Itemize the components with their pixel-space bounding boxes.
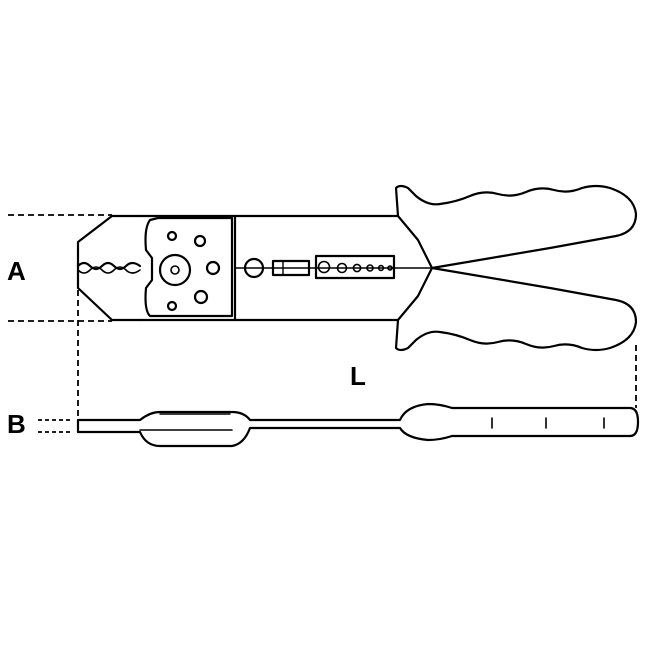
pivot-bolt — [158, 253, 192, 287]
hole — [193, 289, 209, 305]
jaw-outline — [76, 214, 142, 322]
lower-handle — [394, 266, 638, 352]
upper-handle — [394, 184, 638, 270]
hole — [166, 230, 178, 242]
bolt-plate — [144, 216, 234, 318]
pliers-side-view — [76, 402, 640, 448]
side-profile — [76, 402, 640, 448]
hole — [166, 300, 178, 312]
hole — [205, 260, 221, 276]
dimension-label-l: L — [350, 361, 366, 391]
dimension-lines — [8, 214, 637, 433]
hole — [193, 234, 207, 248]
dimension-label-b: B — [7, 409, 26, 439]
cutter-blade — [271, 259, 311, 277]
crimp-cavities — [76, 261, 142, 271]
pliers-top-view — [76, 184, 638, 352]
stripper-block — [314, 254, 396, 280]
dimension-label-a: A — [7, 256, 26, 286]
